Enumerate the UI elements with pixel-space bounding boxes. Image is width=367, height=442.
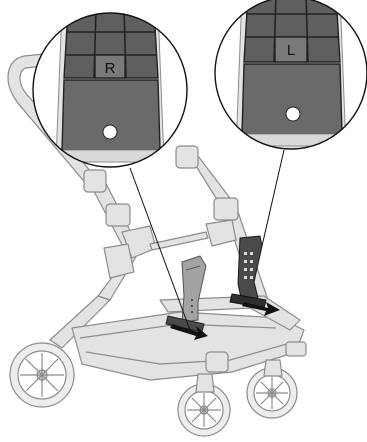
side-label-right: R (105, 60, 116, 77)
front-wheel-left (178, 374, 230, 436)
frame-joint (84, 170, 106, 192)
mounting-hole (103, 125, 117, 139)
detail-callout-left: L (215, 0, 367, 150)
support-plate (62, 80, 160, 150)
frame-joint (176, 146, 198, 168)
support-plate (242, 64, 342, 134)
frame-joint (214, 198, 238, 220)
leader-line-left (262, 150, 284, 246)
frame-joint (106, 204, 130, 226)
detail-callout-right: R (33, 10, 187, 167)
mounting-hole (286, 107, 300, 121)
cross-bar (150, 232, 208, 250)
rear-wheel (10, 343, 74, 407)
hinge-joint (104, 244, 134, 278)
side-label-left: L (287, 42, 295, 59)
hinge-joint (206, 220, 236, 246)
front-wheel-right (247, 360, 297, 418)
